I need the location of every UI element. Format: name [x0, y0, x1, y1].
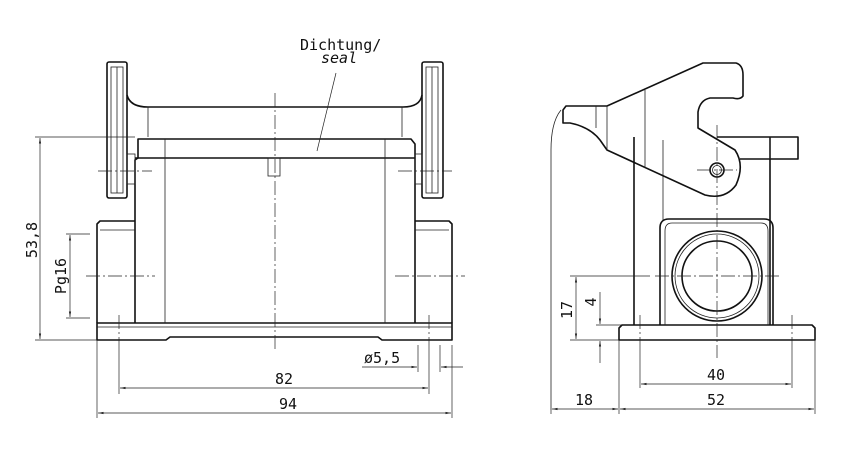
gland-arch-inner [664, 222, 769, 325]
dim-plate-label: 4 [582, 297, 600, 306]
dim-depth-label: 52 [707, 391, 725, 409]
side-view: 17 4 40 18 52 [550, 62, 816, 414]
dim-height-label: 53,8 [23, 222, 41, 258]
gland-arch [659, 218, 774, 325]
locking-lever-right [414, 61, 444, 199]
base-plate [96, 322, 453, 341]
locking-lever-left [106, 61, 136, 199]
seal-label-en: seal [321, 49, 357, 67]
dim-hole-label: ø5,5 [364, 349, 400, 367]
cable-gland-left [96, 220, 135, 323]
front-view: Dichtung/ seal 53,8 Pg16 82 94 ø5,5 [23, 36, 465, 418]
dim-thread-label: Pg16 [52, 258, 70, 294]
top-block [717, 136, 799, 160]
seal-marker [267, 157, 281, 177]
dim-lever-overhang-label: 18 [575, 391, 593, 409]
seal-label-de: Dichtung/ [300, 36, 381, 54]
lever-swing-outline [550, 109, 562, 410]
seal-leader-line [316, 72, 337, 152]
cable-gland-right [415, 220, 453, 323]
dim-hole-spacing-label: 82 [275, 370, 293, 388]
locking-lever-side [562, 62, 744, 198]
dim-width-label: 94 [279, 395, 297, 413]
dim-hole-spacing-side-label: 40 [707, 366, 725, 384]
top-cover-bar [126, 94, 423, 108]
dim-axis-height-label: 17 [558, 301, 576, 319]
